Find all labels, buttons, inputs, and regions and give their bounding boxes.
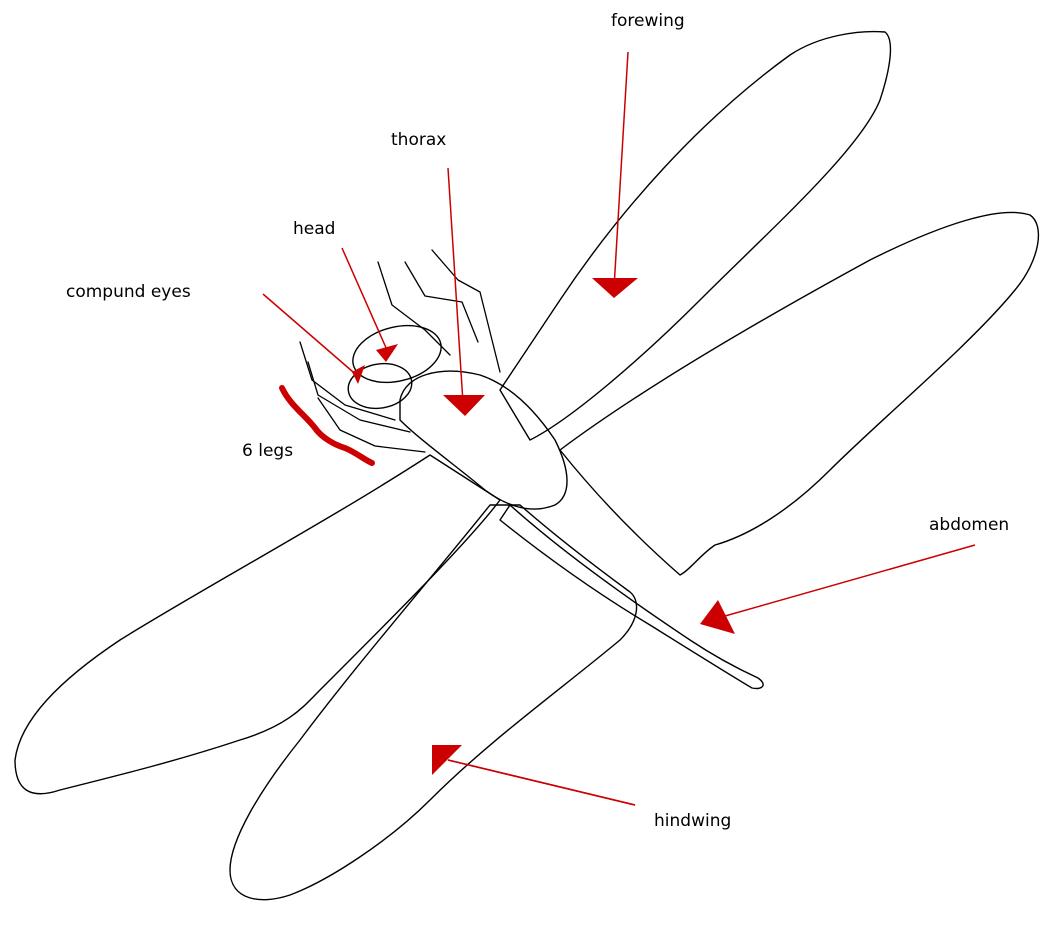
- compound-eyes-label: compund eyes: [66, 282, 191, 302]
- legs-marker: [282, 388, 372, 463]
- pointers: [263, 52, 975, 805]
- head-arrowhead: [376, 344, 398, 362]
- abdomen-shape: [500, 505, 763, 688]
- thorax-label: thorax: [391, 130, 446, 150]
- legs-label: 6 legs: [242, 441, 293, 461]
- abdomen-arrowhead: [700, 600, 735, 634]
- compound-eye-lower: [345, 359, 416, 413]
- compound-eyes-pointer-line: [263, 294, 360, 378]
- hindwing-left-lower: [230, 505, 637, 900]
- leg-2: [405, 262, 478, 342]
- thorax-shape: [400, 371, 567, 509]
- hindwing-arrowhead: [432, 745, 462, 775]
- head-group: [345, 317, 448, 413]
- abdomen-label: abdomen: [929, 515, 1009, 535]
- leg-1: [378, 262, 450, 355]
- forewing-right-upper: [500, 32, 890, 440]
- thorax-arrowhead: [443, 395, 485, 416]
- hindwing-label: hindwing: [654, 811, 731, 831]
- compound-eye-upper: [347, 317, 447, 391]
- abdomen-pointer-line: [718, 545, 975, 618]
- hindwing-pointer-diagonal: [448, 760, 635, 805]
- thorax-pointer-line: [448, 168, 463, 403]
- head-pointer-line: [342, 248, 387, 350]
- legs: [300, 250, 500, 452]
- head-label: head: [293, 219, 335, 239]
- forewing-arrowhead: [592, 278, 638, 298]
- forewing-label: forewing: [611, 11, 685, 31]
- forewing-pointer-line: [614, 52, 628, 288]
- forewing-left-lower: [15, 455, 500, 794]
